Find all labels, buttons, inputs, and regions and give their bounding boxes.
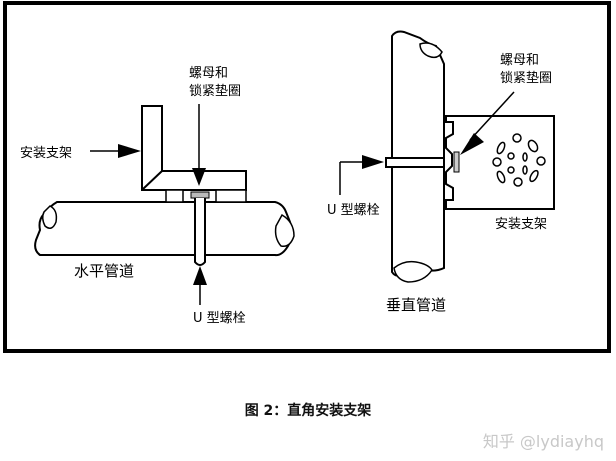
nut-label-line2-right: 锁紧垫圈	[500, 70, 552, 86]
bolt-label-right: U 型螺栓	[327, 203, 380, 218]
pipe-cut-end-top	[419, 42, 443, 59]
bracket-label-right: 安装支架	[495, 217, 547, 232]
nut-label-line1-left: 螺母和	[189, 66, 228, 81]
nut-washer-right	[453, 151, 460, 173]
arrow-nut-right	[460, 133, 484, 155]
arrow-bolt-right	[362, 155, 384, 169]
u-bolt-right	[385, 157, 445, 168]
nut-label-line2-left: 锁紧垫圈	[189, 83, 241, 99]
pipe-cut-end-left	[41, 205, 58, 229]
vertical-pipe-diagram: 螺母和 锁紧垫圈 U 型螺栓 安装支架 垂直管道	[327, 30, 555, 314]
nut-label-line1-right: 螺母和	[500, 53, 539, 68]
pipe-cut-end-bottom	[393, 260, 433, 283]
pipe-cut-end-right	[274, 213, 295, 248]
vertical-pipe	[391, 30, 445, 277]
u-bolt-left	[194, 198, 206, 266]
bracket-label-left: 安装支架	[20, 146, 72, 161]
figure-caption: 图 2：直角安装支架	[244, 403, 372, 419]
nut-washer-left	[190, 191, 210, 199]
bracket-bolt-holes	[492, 133, 546, 187]
bolt-label-left: U 型螺栓	[193, 311, 246, 326]
watermark: 知乎 @lydiayhq	[482, 432, 604, 451]
pipe-label-left: 水平管道	[74, 262, 134, 280]
horizontal-pipe-diagram: 螺母和 锁紧垫圈 安装支架 水平管道 U 型螺栓	[20, 66, 295, 326]
arrow-nut-left	[192, 168, 206, 186]
pipe-label-right: 垂直管道	[386, 296, 446, 314]
arrow-bolt-left	[193, 266, 207, 285]
mounting-bracket-left	[141, 105, 247, 191]
arrow-bracket-left	[118, 144, 141, 158]
horizontal-pipe	[34, 201, 293, 257]
